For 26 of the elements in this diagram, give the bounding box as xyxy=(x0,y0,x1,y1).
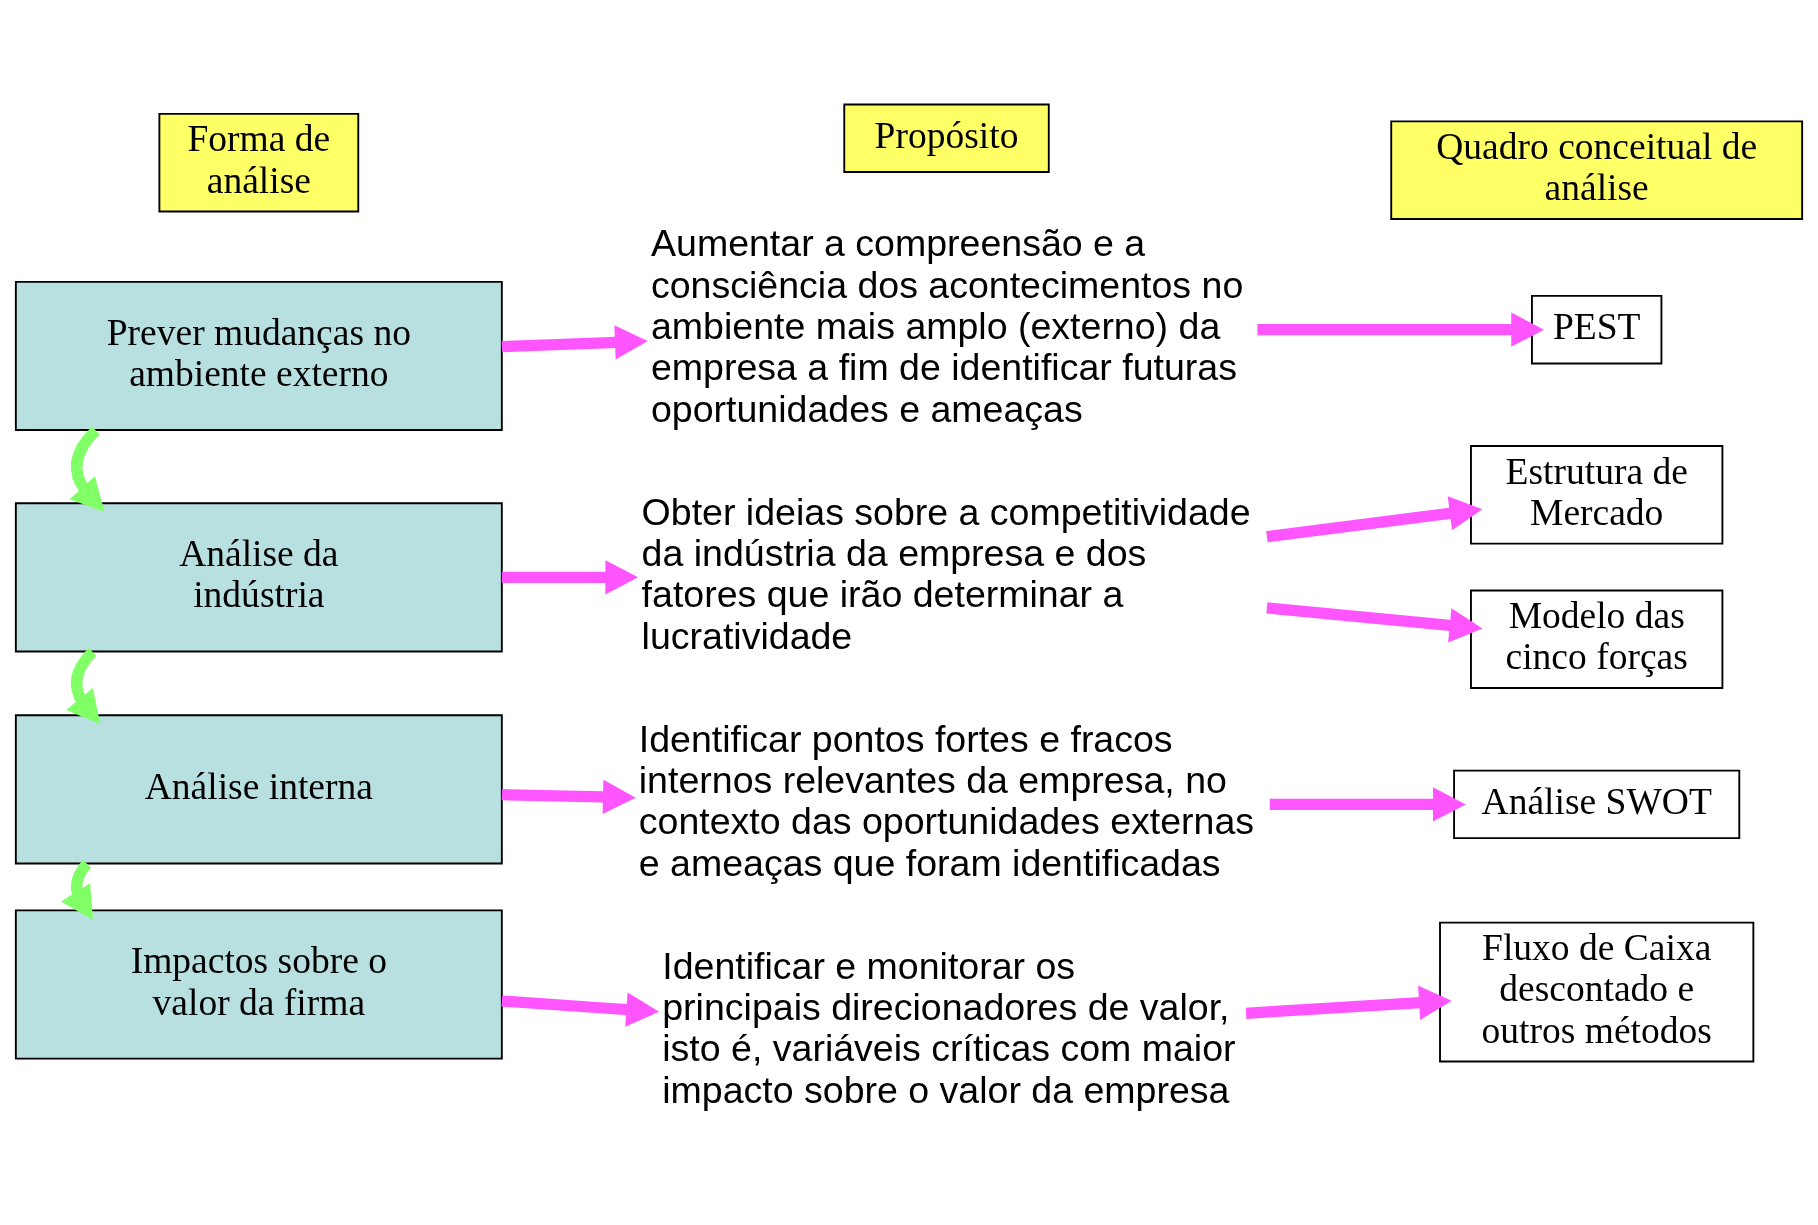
node-box: Modelo das cinco forças xyxy=(1470,589,1724,689)
node-box: Forma de análise xyxy=(158,112,360,212)
node-box: Análise da indústria xyxy=(14,501,503,652)
node-text: Identificar e monitorar os principais direcionadores de valor, isto é, variáveis críticas com maior impacto sobre o valor da empresa xyxy=(662,944,1236,1111)
node-text: Identificar pontos fortes e fracos internos relevantes da empresa, no contexto das oportunidades externas e ameaças que foram identificadas xyxy=(638,717,1255,884)
node-text: Obter ideias sobre a competitividade da indústria da empresa e dos fatores que irão determinar a lucratividade xyxy=(641,490,1251,657)
node-box: Propósito xyxy=(843,103,1050,173)
arrow xyxy=(501,991,660,1027)
arrow xyxy=(1245,985,1452,1020)
arrow xyxy=(1269,786,1466,822)
arrow xyxy=(1266,601,1483,642)
node-box: Quadro conceitual de análise xyxy=(1390,119,1804,220)
arrow xyxy=(501,779,636,814)
node-box: Análise interna xyxy=(14,713,503,864)
node-box: Fluxo de Caixa descontado e outros métodos xyxy=(1439,921,1755,1062)
node-box: PEST xyxy=(1531,294,1663,364)
arrow xyxy=(1257,311,1544,347)
node-box: Impactos sobre o valor da firma xyxy=(14,908,503,1060)
arrow xyxy=(501,324,648,359)
node-box: Análise SWOT xyxy=(1453,769,1741,839)
node-box: Estrutura de Mercado xyxy=(1470,444,1724,544)
node-text: Aumentar a compreensão e a consciência dos acontecimentos no ambiente mais amplo (externo) da empresa a fim de identificar futuras oportunidades e ameaças xyxy=(651,221,1244,430)
arrow xyxy=(1266,495,1483,542)
node-box: Prever mudanças no ambiente externo xyxy=(14,280,503,431)
arrow xyxy=(501,559,639,595)
arrow xyxy=(61,859,94,920)
